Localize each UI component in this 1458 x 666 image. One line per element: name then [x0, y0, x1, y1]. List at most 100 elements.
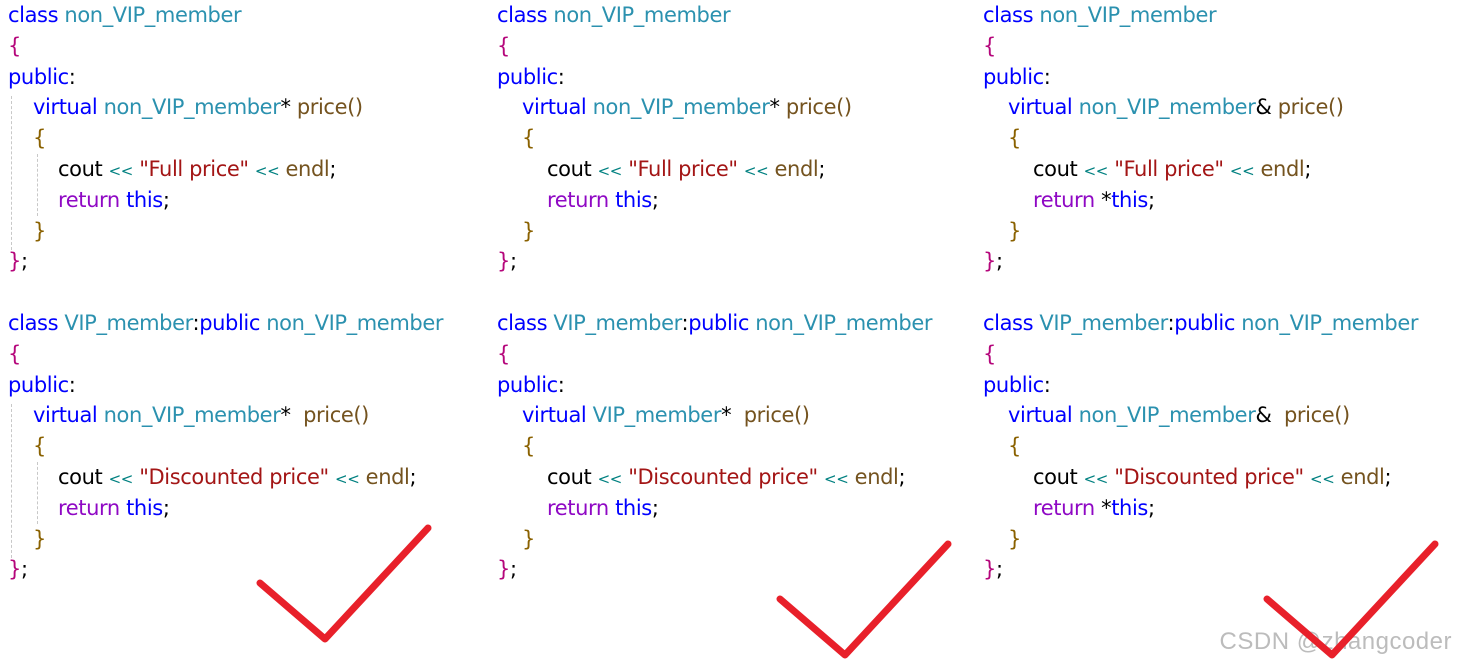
keyword-this: this — [1111, 187, 1148, 212]
semicolon: ; — [1147, 187, 1155, 212]
method-close-brace: } — [1008, 218, 1021, 243]
endl: endl — [1340, 465, 1385, 489]
output-statement-line: cout << "Discounted price" << endl; — [497, 462, 906, 492]
output-statement-line: cout << "Full price" << endl; — [983, 154, 1311, 184]
method-name: price() — [785, 95, 852, 120]
keyword-this: this — [615, 187, 652, 212]
class-close-brace: } — [497, 249, 510, 274]
semicolon: ; — [20, 249, 28, 274]
class-name: non_VIP_member — [553, 3, 731, 27]
class-declaration-line: class VIP_member:public non_VIP_member — [497, 308, 932, 338]
return-statement-line: return *this; — [983, 493, 1155, 523]
return-type: non_VIP_member — [103, 403, 281, 428]
method-close-brace: } — [522, 218, 535, 243]
access-colon: : — [1043, 64, 1051, 89]
checkmark-icon — [776, 540, 952, 659]
method-close-line: } — [8, 216, 46, 246]
access-specifier-line: public: — [497, 370, 565, 400]
method-open-brace: { — [522, 126, 535, 151]
indent-guide — [11, 96, 12, 251]
stream-operator: << — [335, 470, 360, 488]
class-open-line: { — [8, 31, 21, 61]
return-statement-line: return this; — [8, 493, 170, 523]
method-close-line: } — [8, 524, 46, 554]
return-type: non_VIP_member — [592, 95, 770, 120]
semicolon: ; — [409, 465, 417, 489]
method-close-brace: } — [33, 218, 46, 243]
keyword-class: class — [8, 311, 59, 335]
method-open-brace: { — [33, 126, 46, 151]
return-type-symbol: * — [769, 95, 780, 120]
method-signature-line: virtual non_VIP_member* price() — [8, 92, 363, 122]
method-close-line: } — [983, 216, 1021, 246]
method-signature-line: virtual VIP_member* price() — [497, 400, 810, 430]
return-statement-line: return this; — [497, 185, 659, 215]
class-open-brace: { — [8, 341, 21, 366]
keyword-this: this — [615, 495, 652, 520]
method-open-line: { — [983, 123, 1021, 153]
method-name: price() — [1283, 403, 1350, 428]
access-colon: : — [557, 64, 565, 89]
spacing — [731, 403, 744, 427]
class-name: VIP_member — [64, 311, 193, 335]
keyword-virtual: virtual — [33, 403, 98, 428]
class-declaration-line: class non_VIP_member — [8, 0, 242, 30]
return-statement-line: return *this; — [983, 185, 1155, 215]
class-close-brace: } — [8, 557, 21, 582]
method-name: price() — [296, 95, 363, 120]
semicolon: ; — [818, 157, 826, 181]
keyword-class: class — [983, 3, 1034, 27]
return-type-symbol: * — [721, 403, 732, 428]
return-type: non_VIP_member — [1078, 95, 1256, 120]
inheritance-colon: : — [192, 311, 200, 335]
endl: endl — [1260, 157, 1305, 181]
string-literal: "Discounted price" — [628, 465, 818, 489]
method-signature-line: virtual non_VIP_member* price() — [497, 92, 852, 122]
stream-operator: << — [743, 162, 769, 180]
keyword-public: public — [983, 372, 1044, 397]
cout: cout — [58, 157, 103, 181]
keyword-public: public — [497, 372, 558, 397]
method-open-brace: { — [522, 434, 535, 459]
cout: cout — [1033, 465, 1078, 489]
keyword-this: this — [126, 187, 163, 212]
semicolon: ; — [162, 187, 170, 212]
endl: endl — [285, 157, 330, 181]
output-statement-line: cout << "Discounted price" << endl; — [8, 462, 417, 492]
output-statement-line: cout << "Discounted price" << endl; — [983, 462, 1392, 492]
return-type-symbol: * — [280, 95, 291, 120]
stream-operator: << — [1229, 162, 1255, 180]
method-open-line: { — [8, 123, 46, 153]
class-close-line: }; — [8, 246, 28, 276]
class-close-brace: } — [497, 557, 510, 582]
spacing — [291, 403, 304, 427]
return-statement-line: return this; — [497, 493, 659, 523]
method-open-line: { — [983, 431, 1021, 461]
semicolon: ; — [651, 187, 659, 212]
class-close-line: }; — [497, 246, 517, 276]
method-signature-line: virtual non_VIP_member& price() — [983, 400, 1350, 430]
method-close-brace: } — [522, 526, 535, 551]
class-declaration-line: class VIP_member:public non_VIP_member — [8, 308, 443, 338]
spacing — [1271, 403, 1284, 427]
string-literal: "Discounted price" — [1114, 465, 1304, 489]
keyword-public: public — [1174, 311, 1235, 335]
indent-guide — [37, 154, 38, 216]
semicolon: ; — [509, 557, 517, 582]
cout: cout — [58, 465, 103, 489]
class-open-line: { — [497, 339, 510, 369]
method-close-line: } — [983, 524, 1021, 554]
keyword-class: class — [497, 3, 548, 27]
method-signature-line: virtual non_VIP_member* price() — [8, 400, 369, 430]
keyword-public: public — [8, 372, 69, 397]
output-statement-line: cout << "Full price" << endl; — [497, 154, 825, 184]
semicolon: ; — [898, 465, 906, 489]
class-open-line: { — [497, 31, 510, 61]
access-colon: : — [68, 64, 76, 89]
keyword-virtual: virtual — [522, 95, 587, 120]
cout: cout — [547, 157, 592, 181]
stream-operator: << — [597, 162, 623, 180]
string-literal: "Full price" — [628, 157, 738, 181]
return-type-symbol: & — [1255, 95, 1272, 120]
access-colon: : — [1043, 372, 1051, 397]
